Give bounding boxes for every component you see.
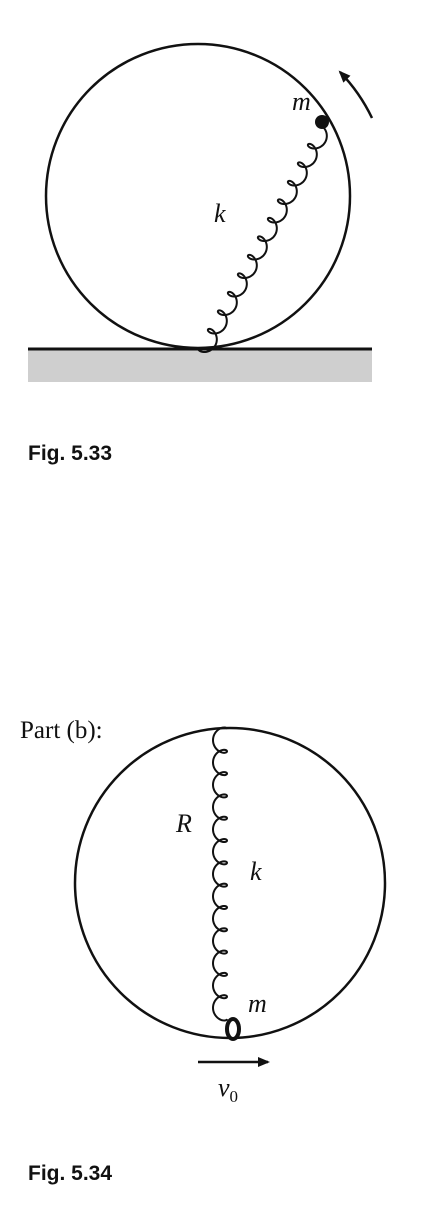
rotation-arrow-icon bbox=[338, 70, 374, 119]
spring-constant-label: k bbox=[214, 199, 226, 228]
spring-coil bbox=[211, 726, 229, 1022]
figure-caption: Fig. 5.34 bbox=[28, 1162, 112, 1185]
part-label: Part (b): bbox=[20, 717, 103, 744]
hoop-circle bbox=[73, 726, 387, 1040]
velocity-label: v0 bbox=[218, 1073, 238, 1106]
radius-label: R bbox=[175, 809, 192, 838]
mass-label: m bbox=[292, 87, 311, 116]
figure-caption: Fig. 5.33 bbox=[28, 442, 112, 465]
spring-coil bbox=[196, 124, 328, 353]
mass-label: m bbox=[248, 989, 267, 1018]
figure-5-33: m k Fig. 5.33 bbox=[28, 42, 374, 465]
spring-constant-label: k bbox=[250, 857, 262, 886]
figure-5-34: Part (b): R k m v0 Fig. 5.34 bbox=[20, 717, 387, 1185]
mass-bead bbox=[315, 115, 329, 129]
mass-bead bbox=[225, 1017, 241, 1041]
ground-fill bbox=[28, 350, 372, 382]
